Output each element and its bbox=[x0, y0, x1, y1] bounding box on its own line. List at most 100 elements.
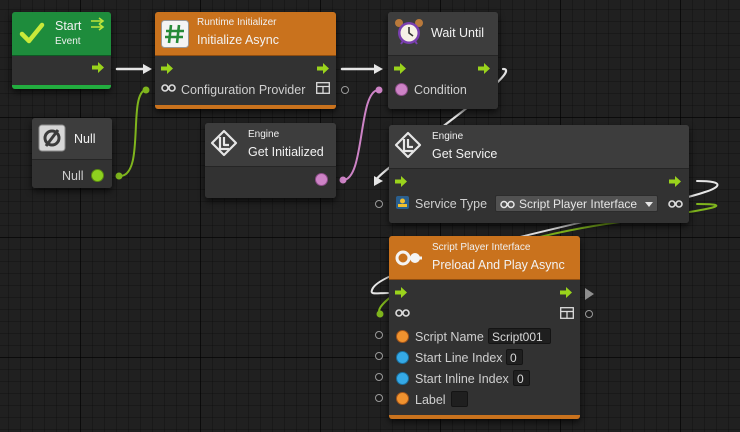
engine-init-header: Engine Get Initialized bbox=[205, 123, 336, 167]
start-line-index-label: Start Line Index bbox=[415, 351, 503, 365]
wait-until-node[interactable]: Wait Until Condition bbox=[388, 12, 498, 109]
runtime-subtitle: Runtime Initializer bbox=[197, 17, 277, 28]
preload-body: Script Name Script001 Start Line Index 0… bbox=[389, 280, 580, 419]
engine-icon bbox=[210, 129, 238, 157]
get-service-subtitle: Engine bbox=[432, 131, 464, 142]
start-inline-index-field[interactable]: 0 bbox=[513, 370, 530, 386]
label-field[interactable] bbox=[451, 391, 468, 407]
preload-title: Preload And Play Async bbox=[432, 258, 565, 272]
label-label: Label bbox=[415, 393, 446, 407]
flow-arrowhead bbox=[374, 64, 383, 74]
interface-link-icon bbox=[161, 84, 176, 92]
flow-input-icon[interactable] bbox=[395, 287, 408, 298]
config-provider-label: Configuration Provider bbox=[181, 83, 306, 97]
alarm-clock-icon bbox=[395, 19, 423, 45]
wire-endpoint bbox=[376, 310, 384, 318]
preload-accent-bar bbox=[389, 415, 580, 419]
null-header: Null bbox=[32, 118, 112, 160]
wire-endpoint bbox=[115, 172, 123, 180]
get-service-header: Engine Get Service bbox=[389, 125, 689, 169]
label-input-port[interactable] bbox=[375, 394, 383, 402]
engine-icon bbox=[394, 131, 422, 159]
engine-get-initialized-node[interactable]: Engine Get Initialized bbox=[205, 123, 336, 198]
condition-label: Condition bbox=[414, 83, 467, 97]
hash-icon bbox=[161, 20, 189, 48]
wait-header: Wait Until bbox=[388, 12, 498, 56]
engine-init-subtitle: Engine bbox=[248, 129, 280, 140]
runtime-accent-bar bbox=[155, 105, 336, 109]
start-body bbox=[12, 56, 111, 89]
start-line-index-field[interactable]: 0 bbox=[506, 349, 523, 365]
preload-and-play-node[interactable]: Script Player Interface Preload And Play… bbox=[389, 236, 580, 419]
flow-output-icon[interactable] bbox=[92, 62, 105, 73]
start-subtitle: Event bbox=[55, 36, 81, 47]
event-arrows-icon bbox=[91, 17, 105, 31]
preload-result-port[interactable] bbox=[585, 310, 593, 318]
service-type-value: Script Player Interface bbox=[519, 197, 638, 211]
checkmark-icon bbox=[19, 22, 45, 44]
interface-link-icon bbox=[395, 309, 410, 317]
wire-endpoint bbox=[339, 176, 347, 184]
null-icon bbox=[38, 124, 66, 152]
flow-wire-wait-getservice bbox=[374, 67, 508, 183]
runtime-title: Initialize Async bbox=[197, 33, 279, 47]
wire-endpoint bbox=[375, 86, 383, 94]
start-accent-bar bbox=[12, 85, 111, 89]
chevron-down-icon bbox=[645, 202, 653, 207]
flow-input-icon[interactable] bbox=[161, 63, 174, 74]
runtime-initializer-node[interactable]: Runtime Initializer Initialize Async Con… bbox=[155, 12, 336, 109]
wait-body: Condition bbox=[388, 56, 498, 109]
runtime-body: Configuration Provider bbox=[155, 56, 336, 109]
null-output-port[interactable] bbox=[91, 169, 104, 182]
wire-endpoint bbox=[142, 86, 150, 94]
get-service-title: Get Service bbox=[432, 147, 498, 161]
flow-output-icon[interactable] bbox=[560, 287, 573, 298]
script-name-port[interactable] bbox=[396, 330, 409, 343]
start-inline-index-label: Start Inline Index bbox=[415, 372, 509, 386]
script-name-label: Script Name bbox=[415, 330, 484, 344]
null-body: Null bbox=[32, 160, 112, 188]
service-type-input-port[interactable] bbox=[375, 200, 383, 208]
script-name-field[interactable]: Script001 bbox=[488, 328, 551, 344]
flow-arrowhead bbox=[143, 64, 152, 74]
table-icon bbox=[316, 82, 330, 94]
runtime-header: Runtime Initializer Initialize Async bbox=[155, 12, 336, 56]
service-type-dropdown[interactable]: Script Player Interface bbox=[495, 195, 658, 212]
null-node[interactable]: Null Null bbox=[32, 118, 112, 188]
flow-output-icon[interactable] bbox=[317, 63, 330, 74]
service-type-label: Service Type bbox=[415, 197, 488, 211]
start-line-input-port[interactable] bbox=[375, 352, 383, 360]
flow-arrowhead bbox=[374, 176, 383, 186]
preload-subtitle: Script Player Interface bbox=[432, 242, 531, 253]
start-title: Start bbox=[55, 19, 82, 33]
flow-input-icon[interactable] bbox=[394, 63, 407, 74]
initialized-output-port[interactable] bbox=[315, 173, 328, 186]
start-inline-input-port[interactable] bbox=[375, 373, 383, 381]
flow-output-icon[interactable] bbox=[669, 176, 682, 187]
start-header: Start Event bbox=[12, 12, 111, 56]
engine-init-title: Get Initialized bbox=[248, 145, 324, 159]
get-service-body: Service Type Script Player Interface bbox=[389, 169, 689, 223]
interface-link-icon[interactable] bbox=[668, 199, 684, 209]
null-title: Null bbox=[74, 132, 96, 146]
start-event-node[interactable]: Start Event bbox=[12, 12, 111, 89]
get-service-node[interactable]: Engine Get Service Service Type Script P… bbox=[389, 125, 689, 223]
condition-input-port[interactable] bbox=[395, 83, 408, 96]
flow-output-icon[interactable] bbox=[478, 63, 491, 74]
interface-icon bbox=[395, 250, 422, 266]
wait-title: Wait Until bbox=[431, 26, 485, 40]
flow-input-icon[interactable] bbox=[395, 176, 408, 187]
start-inline-index-port[interactable] bbox=[396, 372, 409, 385]
data-wire-initialized-condition bbox=[342, 89, 379, 181]
interface-link-icon bbox=[500, 200, 515, 209]
preload-header: Script Player Interface Preload And Play… bbox=[389, 236, 580, 280]
start-line-index-port[interactable] bbox=[396, 351, 409, 364]
runtime-result-port[interactable] bbox=[341, 86, 349, 94]
label-port[interactable] bbox=[396, 392, 409, 405]
null-port-label: Null bbox=[62, 169, 84, 183]
table-icon bbox=[560, 307, 574, 319]
service-type-icon bbox=[396, 196, 409, 209]
script-name-input-port[interactable] bbox=[375, 331, 383, 339]
preload-flow-out-socket[interactable] bbox=[585, 288, 594, 300]
